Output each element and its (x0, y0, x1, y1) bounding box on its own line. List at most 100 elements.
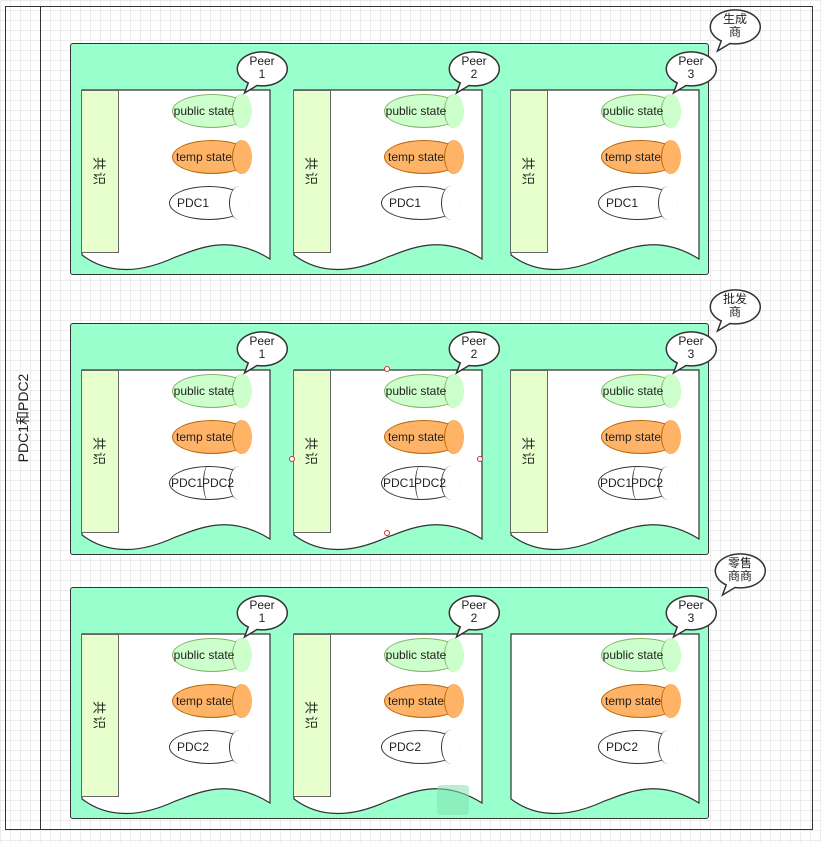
org-2-peer-3-temp-state-endcap (661, 420, 681, 454)
org-1-peer-1-public-state-endcap (232, 94, 252, 128)
org-3-peer-1-temp-state-endcap (232, 684, 252, 718)
org-3-peer-1-callout: Peer 1 (249, 598, 275, 625)
org-2-peer-2-temp-state-label: temp state (387, 430, 445, 444)
org-3-peer-1-temp-state: temp state (172, 684, 252, 718)
org-2-peer-2-pdc-store-divider (415, 466, 425, 500)
org-3-peer-2-callout: Peer 2 (461, 598, 487, 625)
org-3-peer-2-ledger-label: 共识 (303, 700, 319, 731)
org-1-peer-2-pdc-store-endcap (441, 186, 461, 220)
org-3-peer-3-pdc-store: PDC2 (598, 730, 678, 764)
org-2-peer-2-temp-state: temp state (384, 420, 464, 454)
diagram-frame-label: PDC1和PDC2 (15, 373, 31, 463)
org-1-name-callout: 生成 商 (722, 12, 747, 39)
org-1-name-callout-shape (709, 9, 762, 53)
org-1-peer-1-node (81, 89, 271, 271)
org-2-peer-1-public-state-label: public state (173, 384, 235, 398)
org-3-peer-1-pdc-store: PDC2 (169, 730, 249, 764)
org-3-peer-3-callout-shape (665, 595, 718, 639)
org-3-peer-2-pdc-store-label: PDC2 (388, 740, 421, 754)
org-1-peer-1-temp-state-label: temp state (175, 150, 233, 164)
org-2-peer-2-callout: Peer 2 (461, 334, 487, 361)
org-1-peer-1-ledger-label: 共识 (91, 156, 107, 187)
selection-handle[interactable] (384, 366, 390, 372)
org-2-peer-3-callout-shape (665, 331, 718, 375)
org-1-peer-2-temp-state: temp state (384, 140, 464, 174)
org-2-peer-3-ledger-label: 共识 (520, 436, 536, 467)
org-2-peer-2-public-state-label: public state (385, 384, 447, 398)
org-1-peer-1-ledger: 共识 (81, 90, 119, 253)
org-1-peer-2-public-state: public state (384, 94, 464, 128)
org-2-peer-1-node (81, 369, 271, 551)
org-3-peer-2-public-state-endcap (444, 638, 464, 672)
org-2-peer-1-pdc-store-divider (203, 466, 213, 500)
org-1-peer-2-temp-state-endcap (444, 140, 464, 174)
org-1-peer-3-temp-state: temp state (601, 140, 681, 174)
org-1-peer-3-callout-shape (665, 51, 718, 95)
org-3-peer-2-temp-state-label: temp state (387, 694, 445, 708)
org-2-peer-1-callout: Peer 1 (249, 334, 275, 361)
diagram-frame (5, 6, 813, 830)
org-2-peer-3-pdc-store-endcap (658, 466, 678, 500)
org-1-peer-2-ledger: 共识 (293, 90, 331, 253)
org-3-peer-2-ledger: 共识 (293, 634, 331, 797)
org-1-peer-1-temp-state: temp state (172, 140, 252, 174)
org-1-peer-3-callout: Peer 3 (678, 54, 704, 81)
org-1-peer-1-callout: Peer 1 (249, 54, 275, 81)
org-3-peer-3-temp-state-label: temp state (604, 694, 662, 708)
org-1-peer-2-public-state-label: public state (385, 104, 447, 118)
org-1-peer-1-pdc-store-endcap (229, 186, 249, 220)
org-2-peer-3-callout: Peer 3 (678, 334, 704, 361)
org-2-peer-3-public-state: public state (601, 374, 681, 408)
org-3-peer-2-temp-state-endcap (444, 684, 464, 718)
org-1-peer-3-node (510, 89, 700, 271)
org-3-name-callout-shape (714, 553, 767, 597)
org-1-peer-1-public-state-label: public state (173, 104, 235, 118)
org-3-peer-3-public-state-label: public state (602, 648, 664, 662)
org-3-peer-3-pdc-store-label: PDC2 (605, 740, 638, 754)
org-3-peer-1-pdc-store-label: PDC2 (176, 740, 209, 754)
org-1-peer-3-public-state-label: public state (602, 104, 664, 118)
org-1-peer-2-callout-shape (448, 51, 501, 95)
org-2-peer-1-temp-state: temp state (172, 420, 252, 454)
org-3-peer-1-node (81, 633, 271, 815)
org-1-peer-1-public-state: public state (172, 94, 252, 128)
org-2-peer-3-pdc-store-label: PDC1 (599, 476, 632, 490)
org-1-peer-2-public-state-endcap (444, 94, 464, 128)
org-2-peer-1-public-state-endcap (232, 374, 252, 408)
org-1-peer-3-pdc-store: PDC1 (598, 186, 678, 220)
selection-handle[interactable] (289, 456, 295, 462)
org-2-peer-3-ledger: 共识 (510, 370, 548, 533)
org-1-peer-2-pdc-store-label: PDC1 (388, 196, 421, 210)
org-3-peer-3-temp-state: temp state (601, 684, 681, 718)
selection-handle[interactable] (477, 456, 483, 462)
org-3-peer-2-callout-shape (448, 595, 501, 639)
org-2-peer-1-temp-state-label: temp state (175, 430, 233, 444)
org-1-peer-3-ledger-label: 共识 (520, 156, 536, 187)
org-3-peer-2-temp-state: temp state (384, 684, 464, 718)
org-2-peer-3-pdc-store-label-2: PDC2 (631, 476, 664, 490)
org-2-name-callout-shape (709, 289, 762, 333)
org-3-peer-2-pdc-store: PDC2 (381, 730, 461, 764)
org-1-peer-1-pdc-store-label: PDC1 (176, 196, 209, 210)
org-3-peer-1-pdc-store-endcap (229, 730, 249, 764)
org-3-peer-3-temp-state-endcap (661, 684, 681, 718)
selection-handle[interactable] (384, 530, 390, 536)
org-2-peer-3-temp-state: temp state (601, 420, 681, 454)
org-2-peer-1-temp-state-endcap (232, 420, 252, 454)
org-2-peer-1-ledger: 共识 (81, 370, 119, 533)
org-2-name-callout: 批发 商 (722, 292, 747, 319)
org-1-peer-3-temp-state-endcap (661, 140, 681, 174)
org-2-peer-1-pdc-store-endcap (229, 466, 249, 500)
org-2-peer-1-pdc-store-label: PDC1 (170, 476, 203, 490)
org-2-peer-1-pdc-store-label-2: PDC2 (202, 476, 235, 490)
org-2-peer-2-pdc-store-endcap (441, 466, 461, 500)
org-2-peer-2-callout-shape (448, 331, 501, 375)
org-3-peer-1-ledger-label: 共识 (91, 700, 107, 731)
org-1-peer-2-ledger-label: 共识 (303, 156, 319, 187)
org-1-peer-3-public-state: public state (601, 94, 681, 128)
org-1-peer-2-pdc-store: PDC1 (381, 186, 461, 220)
org-3-peer-2-public-state-label: public state (385, 648, 447, 662)
org-3-peer-1-public-state-label: public state (173, 648, 235, 662)
org-1-peer-3-temp-state-label: temp state (604, 150, 662, 164)
